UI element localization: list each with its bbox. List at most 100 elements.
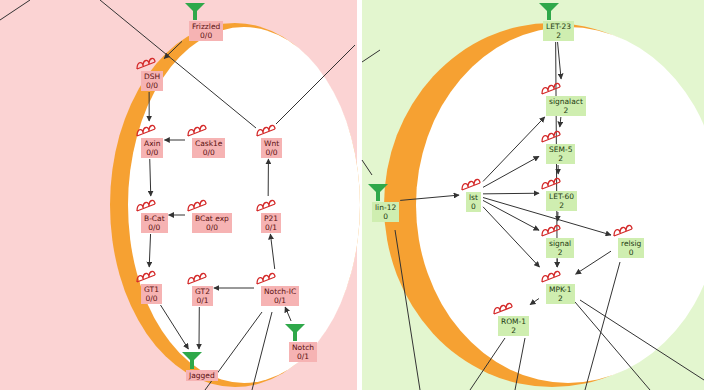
receptor-icon	[366, 182, 390, 202]
gene-name: lin-12	[375, 203, 396, 212]
gene-name: LET-60	[549, 192, 574, 201]
receptor-node: Frizzled0/0	[183, 1, 223, 41]
gene-icon	[135, 197, 157, 213]
gene-name: Notch-IC	[264, 287, 296, 296]
gene-label: ROM-12	[498, 316, 529, 336]
gene-value: 2	[549, 248, 571, 257]
gene-node: P210/1	[255, 197, 281, 233]
connector	[149, 92, 150, 121]
connector	[285, 307, 291, 321]
gene-name: Axin	[144, 139, 160, 148]
gene-label: DSH0/0	[141, 71, 163, 91]
gene-icon	[186, 197, 208, 213]
gene-label: lst0	[466, 192, 481, 212]
gene-value: 2	[546, 31, 571, 40]
gene-value: 2	[549, 106, 583, 115]
gene-node: Wnt0/0	[255, 122, 282, 158]
gene-value: 0	[469, 202, 478, 211]
gene-node: MPK-12	[540, 268, 575, 304]
gene-icon	[135, 268, 157, 284]
gene-node: Axin0/0	[135, 122, 163, 158]
gene-icon	[460, 176, 482, 192]
gene-label: B-Cat0/0	[141, 213, 168, 233]
cell-interior	[128, 27, 360, 383]
gene-name: MPK-1	[549, 285, 572, 294]
gene-node: Cask1e0/0	[186, 122, 225, 158]
gene-name: Wnt	[264, 139, 279, 148]
receptor-icon	[183, 1, 207, 21]
gene-value: 0/1	[195, 296, 210, 305]
gene-name: GT1	[144, 285, 159, 294]
connector	[483, 156, 539, 187]
gene-label: LET-232	[543, 21, 574, 41]
gene-node: Notch-IC0/1	[255, 270, 299, 306]
gene-name: P21	[264, 214, 278, 223]
receptor-node: Notch0/1	[283, 322, 317, 362]
gene-name: B-Cat	[144, 214, 165, 223]
gene-node: relsig0	[612, 222, 644, 258]
connector	[160, 305, 188, 349]
gene-label: GT10/0	[141, 284, 162, 304]
gene-name: Jagged	[189, 371, 215, 380]
gene-node: signalact2	[540, 80, 586, 116]
gene-name: signalact	[549, 97, 583, 106]
gene-node: SEM-52	[540, 128, 575, 164]
receptor-node: lin-120	[366, 182, 399, 222]
gene-value: 2	[549, 201, 574, 210]
gene-value: 0/1	[292, 352, 314, 361]
receptor-node: LET-232	[537, 1, 574, 41]
gene-label: GT20/1	[192, 286, 213, 306]
gene-node: BCat exp0/0	[186, 197, 232, 233]
gene-name: DSH	[144, 72, 160, 81]
gene-value: 0/0	[144, 81, 160, 90]
gene-label: Frizzled0/0	[189, 21, 223, 41]
gene-icon	[255, 270, 277, 286]
gene-name: LET-23	[546, 22, 571, 31]
cell-membrane	[384, 23, 704, 387]
gene-value: 2	[549, 154, 572, 163]
gene-label: lin-120	[372, 202, 399, 222]
gene-label: Wnt0/0	[261, 138, 282, 158]
gene-name: Cask1e	[195, 139, 222, 148]
connector	[164, 140, 185, 141]
receptor-icon	[180, 350, 204, 370]
connector	[483, 117, 545, 181]
gene-icon	[540, 128, 562, 144]
gene-value: 2	[549, 294, 572, 303]
gene-label: MPK-12	[546, 284, 575, 304]
connector	[270, 234, 274, 269]
gene-label: SEM-52	[546, 144, 575, 164]
gene-label: Notch0/1	[289, 342, 317, 362]
gene-name: Notch	[292, 343, 314, 352]
gene-value: 0/0	[264, 148, 279, 157]
connector	[268, 159, 269, 196]
gene-icon	[540, 268, 562, 284]
gene-icon	[255, 197, 277, 213]
gene-name: SEM-5	[549, 145, 572, 154]
gene-value: 0	[621, 248, 641, 257]
gene-icon	[612, 222, 634, 238]
connector	[483, 193, 539, 195]
connector	[558, 42, 562, 79]
gene-icon	[255, 122, 277, 138]
connector	[169, 215, 185, 216]
connector	[149, 234, 150, 267]
gene-node: lst0	[460, 176, 482, 212]
connector	[530, 299, 539, 305]
receptor-icon	[537, 1, 561, 21]
gene-icon	[540, 80, 562, 96]
gene-node: ROM-12	[492, 300, 529, 336]
gene-icon	[186, 270, 208, 286]
gene-name: Frizzled	[192, 22, 220, 31]
gene-value: 0	[375, 212, 396, 221]
gene-name: relsig	[621, 239, 641, 248]
gene-name: signal	[549, 239, 571, 248]
gene-node: DSH0/0	[135, 55, 163, 91]
gene-label: Axin0/0	[141, 138, 163, 158]
gene-label: LET-602	[546, 191, 577, 211]
connector	[198, 307, 199, 349]
cell-membrane	[110, 23, 360, 387]
gene-value: 0/0	[195, 148, 222, 157]
receptor-icon	[283, 322, 307, 342]
gene-value: 0/1	[264, 296, 296, 305]
